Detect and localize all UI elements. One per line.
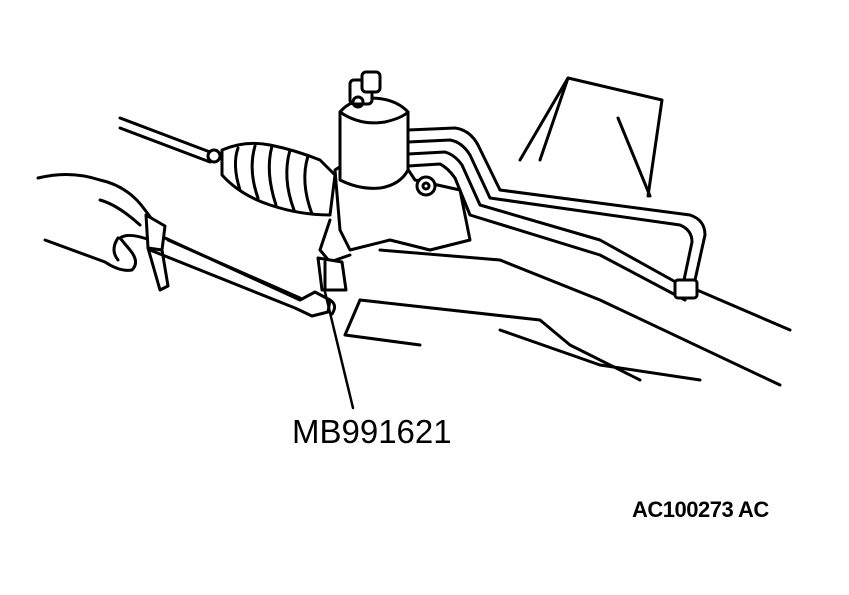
tool-number-callout: MB991621	[292, 413, 452, 450]
gear-housing	[318, 70, 472, 264]
figure-id-label: AC100273 AC	[632, 497, 769, 522]
callout-leader	[323, 290, 355, 410]
tube-nut	[316, 256, 348, 292]
crossmember-frame	[343, 76, 782, 387]
hydraulic-lines	[406, 126, 792, 332]
hand	[36, 173, 170, 292]
rack-boot	[220, 141, 337, 217]
tie-rod-left	[118, 116, 222, 164]
wrench-tool	[148, 230, 337, 318]
